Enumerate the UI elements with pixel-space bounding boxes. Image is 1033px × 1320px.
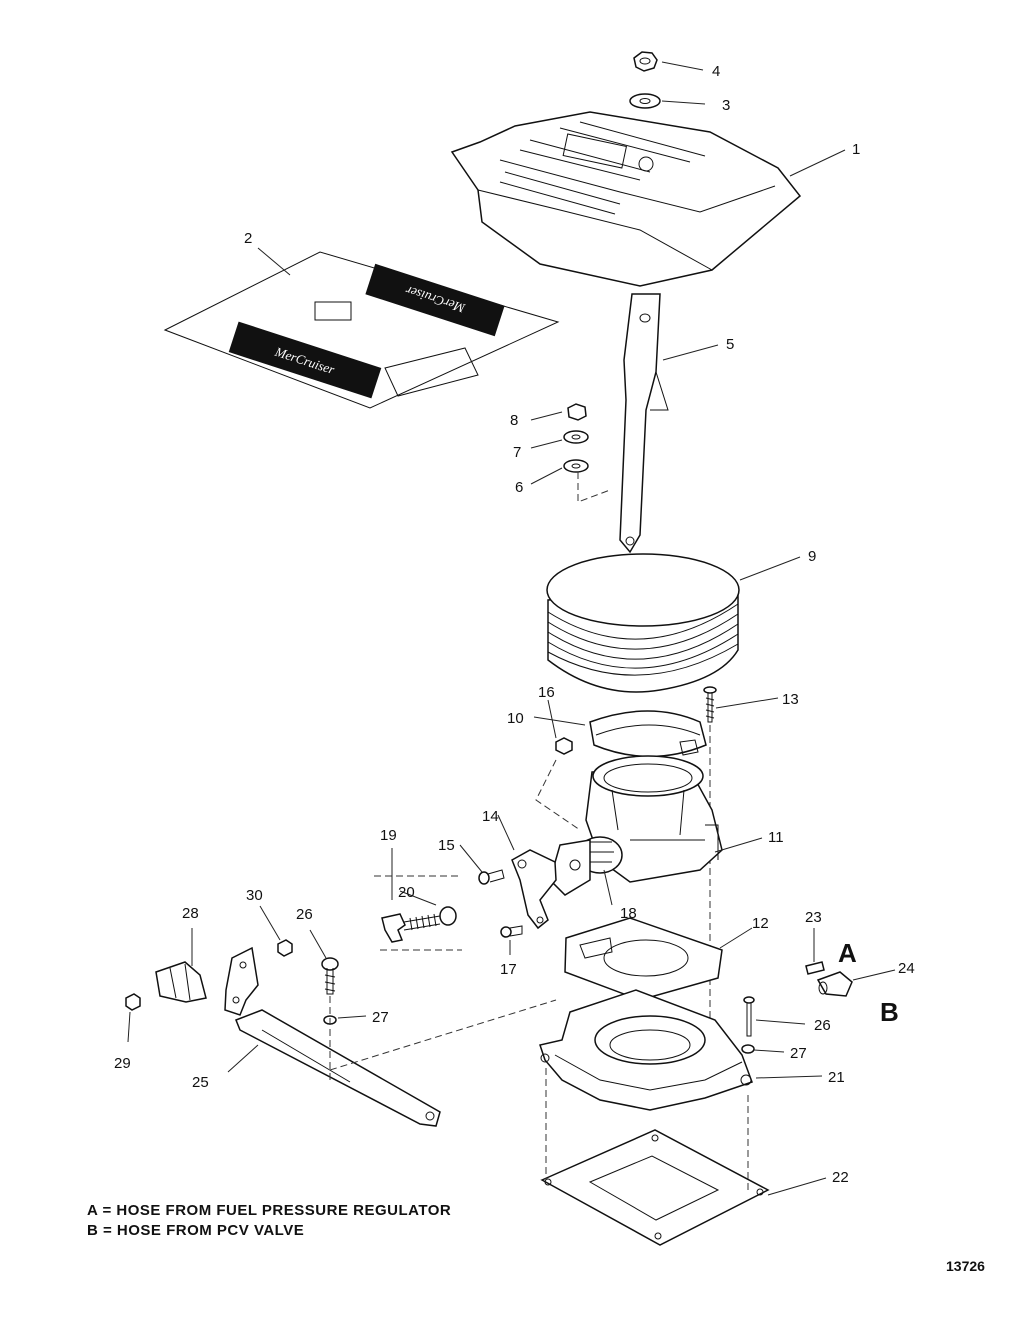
callout-19: 19	[380, 827, 397, 844]
callout-20: 20	[398, 884, 415, 901]
callout-11: 11	[768, 829, 784, 846]
callout-2: 2	[244, 230, 252, 247]
legend-line-b: B = HOSE FROM PCV VALVE	[87, 1222, 304, 1239]
arrestor-clamp-part	[589, 710, 707, 758]
bracket-washer-lower-part	[563, 459, 589, 473]
cover-washer-part	[629, 93, 661, 109]
callout-23: 23	[805, 909, 822, 926]
adapter-stud-part	[743, 996, 755, 1037]
callout-4: 4	[712, 63, 720, 80]
bracket-nut-part	[567, 403, 587, 421]
callout-30: 30	[246, 887, 263, 904]
rod-stud-part	[321, 957, 339, 995]
callout-26-right: 26	[814, 1017, 831, 1034]
callout-21: 21	[828, 1069, 845, 1086]
legend-line-a: A = HOSE FROM FUEL PRESSURE REGULATOR	[87, 1202, 451, 1219]
hose-fitting-b-part	[816, 971, 853, 997]
figure-number: 13726	[946, 1258, 985, 1274]
callout-24: 24	[898, 960, 915, 977]
callout-3: 3	[722, 97, 730, 114]
mounting-nut-part	[277, 939, 293, 957]
callout-13: 13	[782, 691, 799, 708]
callout-27-right: 27	[790, 1045, 807, 1062]
callout-16: 16	[538, 684, 555, 701]
callout-17: 17	[500, 961, 517, 978]
linkage-screw-part	[500, 925, 523, 938]
engine-cover-part	[450, 111, 802, 287]
bracket-washer-upper-part	[563, 430, 589, 444]
decal-logo-lower: MerCruiser	[228, 321, 382, 399]
linkage-bracket-part	[155, 961, 207, 1003]
callout-29: 29	[114, 1055, 131, 1072]
callout-8: 8	[510, 412, 518, 429]
adapter-part	[539, 989, 753, 1111]
flame-arrestor-part	[546, 553, 740, 693]
mounting-plate-part	[224, 946, 259, 1016]
cover-nut-part	[633, 51, 658, 72]
throttle-rod-part	[235, 1009, 441, 1127]
callout-9: 9	[808, 548, 816, 565]
callout-26-left: 26	[296, 906, 313, 923]
arrestor-screw-part	[703, 686, 717, 723]
throttle-lever-part	[511, 849, 557, 930]
adapter-washer-part	[741, 1044, 755, 1054]
hose-letter-a: A	[838, 938, 857, 968]
decal-sheet-part: MerCruiser MerCruiser	[163, 251, 560, 409]
base-gasket-part	[540, 1129, 770, 1246]
callout-14: 14	[482, 808, 499, 825]
lever-screw-part	[478, 869, 505, 885]
hose-legend: A = HOSE FROM FUEL PRESSURE REGULATOR B …	[87, 1202, 451, 1239]
throttle-nut-part	[555, 737, 573, 755]
throttle-linkage-part	[549, 836, 623, 896]
callout-28: 28	[182, 905, 199, 922]
bracket-nut-left-part	[125, 993, 141, 1011]
leader-lines	[127, 61, 896, 1196]
callout-27-left: 27	[372, 1009, 389, 1026]
decal-logo-upper: MerCruiser	[365, 263, 505, 337]
hose-letter-b: B	[880, 997, 899, 1027]
callout-7: 7	[513, 444, 521, 461]
idle-screw-spring-part	[381, 906, 457, 943]
callout-22: 22	[832, 1169, 849, 1186]
callout-12: 12	[752, 915, 769, 932]
callout-6: 6	[515, 479, 523, 496]
bracket-part	[619, 293, 669, 554]
callout-labels: 4 3 1 2 5 8 7 6 9 10 13 16 11 14 15 19 2…	[114, 63, 915, 1186]
callout-10: 10	[507, 710, 524, 727]
callout-18: 18	[620, 905, 637, 922]
callout-1: 1	[852, 141, 860, 158]
callout-25: 25	[192, 1074, 209, 1091]
callout-5: 5	[726, 336, 734, 353]
callout-15: 15	[438, 837, 455, 854]
throttle-gasket-part	[564, 917, 723, 1001]
hose-fitting-a-part	[805, 961, 825, 975]
